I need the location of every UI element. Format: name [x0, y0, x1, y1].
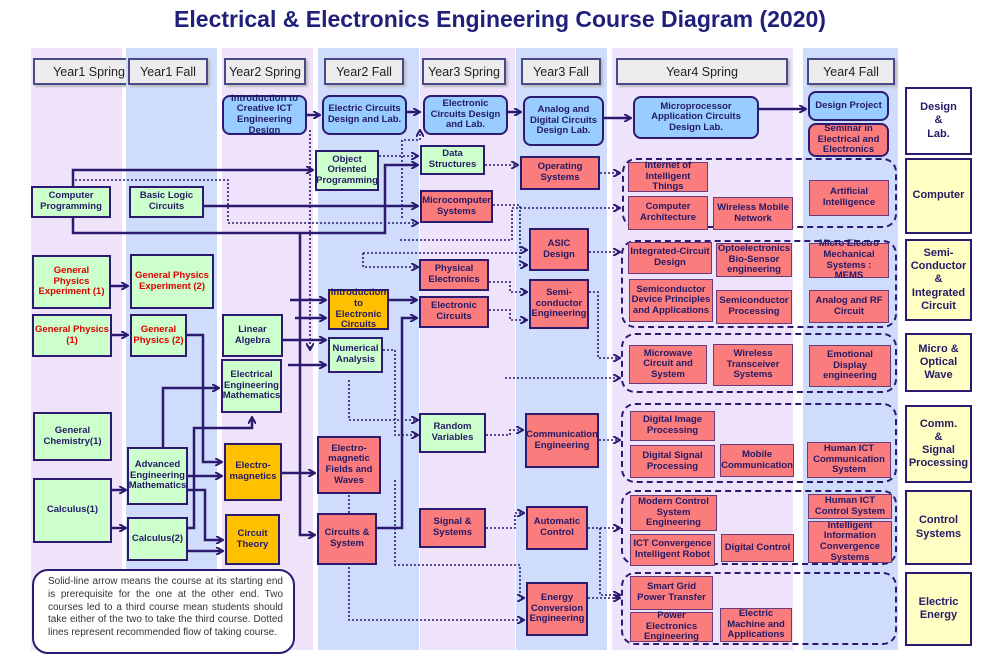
course-comparch: Computer Architecture	[628, 196, 708, 230]
course-smartgrid: Smart Grid Power Transfer	[630, 576, 713, 610]
category-micro: Micro & Optical Wave	[905, 333, 972, 392]
semester-header: Year3 Fall	[521, 58, 601, 85]
course-powerelec: Power Electronics Engineering	[630, 610, 713, 642]
course-gp2: General Physics (2)	[130, 314, 187, 357]
semester-header: Year2 Spring	[224, 58, 306, 85]
course-datastruct: Data Structures	[420, 145, 485, 175]
course-emfw: Electro-magnetic Fields and Waves	[317, 436, 381, 494]
course-gp1: General Physics (1)	[32, 314, 112, 357]
course-basiclogic: Basic Logic Circuits	[129, 186, 204, 218]
course-mems: Micro Electro Mechanical Systems : MEMS	[809, 238, 889, 281]
course-elecircuits: Electronic Circuits	[419, 296, 489, 328]
course-analogrf: Analog and RF Circuit	[809, 290, 889, 323]
diagram-title: Electrical & Electronics Engineering Cou…	[174, 6, 826, 32]
course-em: Electro-magnetics	[224, 443, 282, 501]
solid-prerequisite-arrows	[71, 109, 806, 551]
course-dsp: Digital Signal Processing	[630, 445, 715, 478]
course-semieng: Semi-conductor Engineering	[529, 279, 589, 329]
course-elecmach: Electric Machine and Applications	[720, 608, 792, 642]
course-numanal: Numerical Analysis	[328, 337, 383, 373]
course-semiproc: Semiconductor Processing	[716, 290, 792, 324]
course-circsys: Circuits & System	[317, 513, 377, 565]
course-calc1: Calculus(1)	[33, 478, 112, 543]
course-commeng: Communication Engineering	[525, 413, 599, 468]
category-energy: Electric Energy	[905, 572, 972, 646]
course-randvar: Random Variables	[419, 413, 486, 453]
course-physelec: Physical Electronics	[419, 259, 489, 291]
course-energyconv: Energy Conversion Engineering	[526, 582, 588, 636]
course-advmath: Advanced Engineering Mathematics	[127, 447, 188, 505]
semester-header: Year2 Fall	[324, 58, 404, 85]
course-hicomm: Human ICT Communication System	[807, 442, 891, 478]
semester-header: Year4 Fall	[807, 58, 895, 85]
course-digctrl: Digital Control	[721, 534, 794, 562]
dotted-recommended-arrows	[75, 130, 620, 620]
course-microwave: Microwave Circuit and System	[629, 345, 707, 384]
course-gpe2: General Physics Experiment (2)	[130, 254, 214, 309]
semester-header: Year1 Fall	[128, 58, 208, 85]
group-energy	[621, 572, 897, 645]
category-semi: Semi- Conductor & Integrated Circuit	[905, 239, 972, 321]
semester-header: Year3 Spring	[422, 58, 506, 85]
course-ictdesign: Introduction to Creative ICT Engineering…	[222, 93, 307, 135]
course-ictrobot: ICT Convergence Intelligent Robot	[630, 534, 715, 566]
course-mobcomm: Mobile Communication	[720, 444, 794, 477]
course-icdesign: Integrated-Circuit Design	[628, 242, 712, 274]
course-compprog: Computer Programming	[31, 186, 111, 218]
course-modctrl: Modern Control System Engineering	[630, 495, 717, 531]
course-adcdl: Analog and Digital Circuits Design Lab.	[523, 96, 604, 146]
course-designproj: Design Project	[808, 91, 889, 121]
category-control: Control Systems	[905, 490, 972, 565]
course-asic: ASIC Design	[529, 228, 589, 271]
course-seminar: Seminar in Electrical and Electronics	[808, 123, 889, 157]
course-dip: Digital Image Processing	[630, 411, 715, 441]
course-wts: Wireless Transceiver Systems	[713, 344, 793, 386]
category-comm: Comm. & Signal Processing	[905, 405, 972, 483]
course-sigsys: Signal & Systems	[419, 508, 486, 548]
course-mpacdl: Microprocessor Application Circuits Desi…	[633, 96, 759, 139]
category-computer: Computer	[905, 158, 972, 234]
course-hictrl: Human ICT Control System	[808, 494, 892, 519]
course-ecdl: Electric Circuits Design and Lab.	[322, 95, 407, 135]
course-elcdl: Electronic Circuits Design and Lab.	[423, 95, 508, 135]
group-control	[621, 490, 897, 565]
course-circtheory: Circuit Theory	[225, 514, 280, 565]
legend-note: Solid-line arrow means the course at its…	[32, 569, 295, 654]
course-semidev: Semiconductor Device Principles and Appl…	[629, 279, 713, 322]
course-iics: Intelligent Information Convergence Syst…	[808, 520, 892, 563]
course-eemath: Electrical Engineering Mathematics	[221, 359, 282, 413]
course-gpe1: General Physics Experiment (1)	[32, 255, 111, 309]
semester-header: Year4 Spring	[616, 58, 788, 85]
group-semi	[621, 240, 897, 328]
course-linalg: Linear Algebra	[222, 314, 283, 357]
course-oop: Object Oriented Programming	[315, 150, 379, 191]
group-micro	[621, 333, 897, 393]
course-ai: Artificial Intelligence	[809, 180, 889, 216]
course-opto: Optoelectronics Bio-Sensor engineering	[716, 243, 792, 277]
course-os: Operating Systems	[520, 156, 600, 190]
course-wmn: Wireless Mobile Network	[713, 197, 793, 230]
course-introec: Introduction to Electronic Circuits	[328, 287, 389, 330]
course-calc2: Calculus(2)	[127, 517, 188, 561]
course-iot: Internet of Intelligent Things	[628, 160, 708, 192]
course-emodisp: Emotional Display engineering	[809, 345, 891, 387]
course-chem1: General Chemistry(1)	[33, 412, 112, 461]
course-autoctrl: Automatic Control	[526, 506, 588, 550]
category-design: Design & Lab.	[905, 87, 972, 155]
group-comm	[621, 403, 897, 483]
course-microcomp: Microcomputer Systems	[420, 190, 493, 223]
